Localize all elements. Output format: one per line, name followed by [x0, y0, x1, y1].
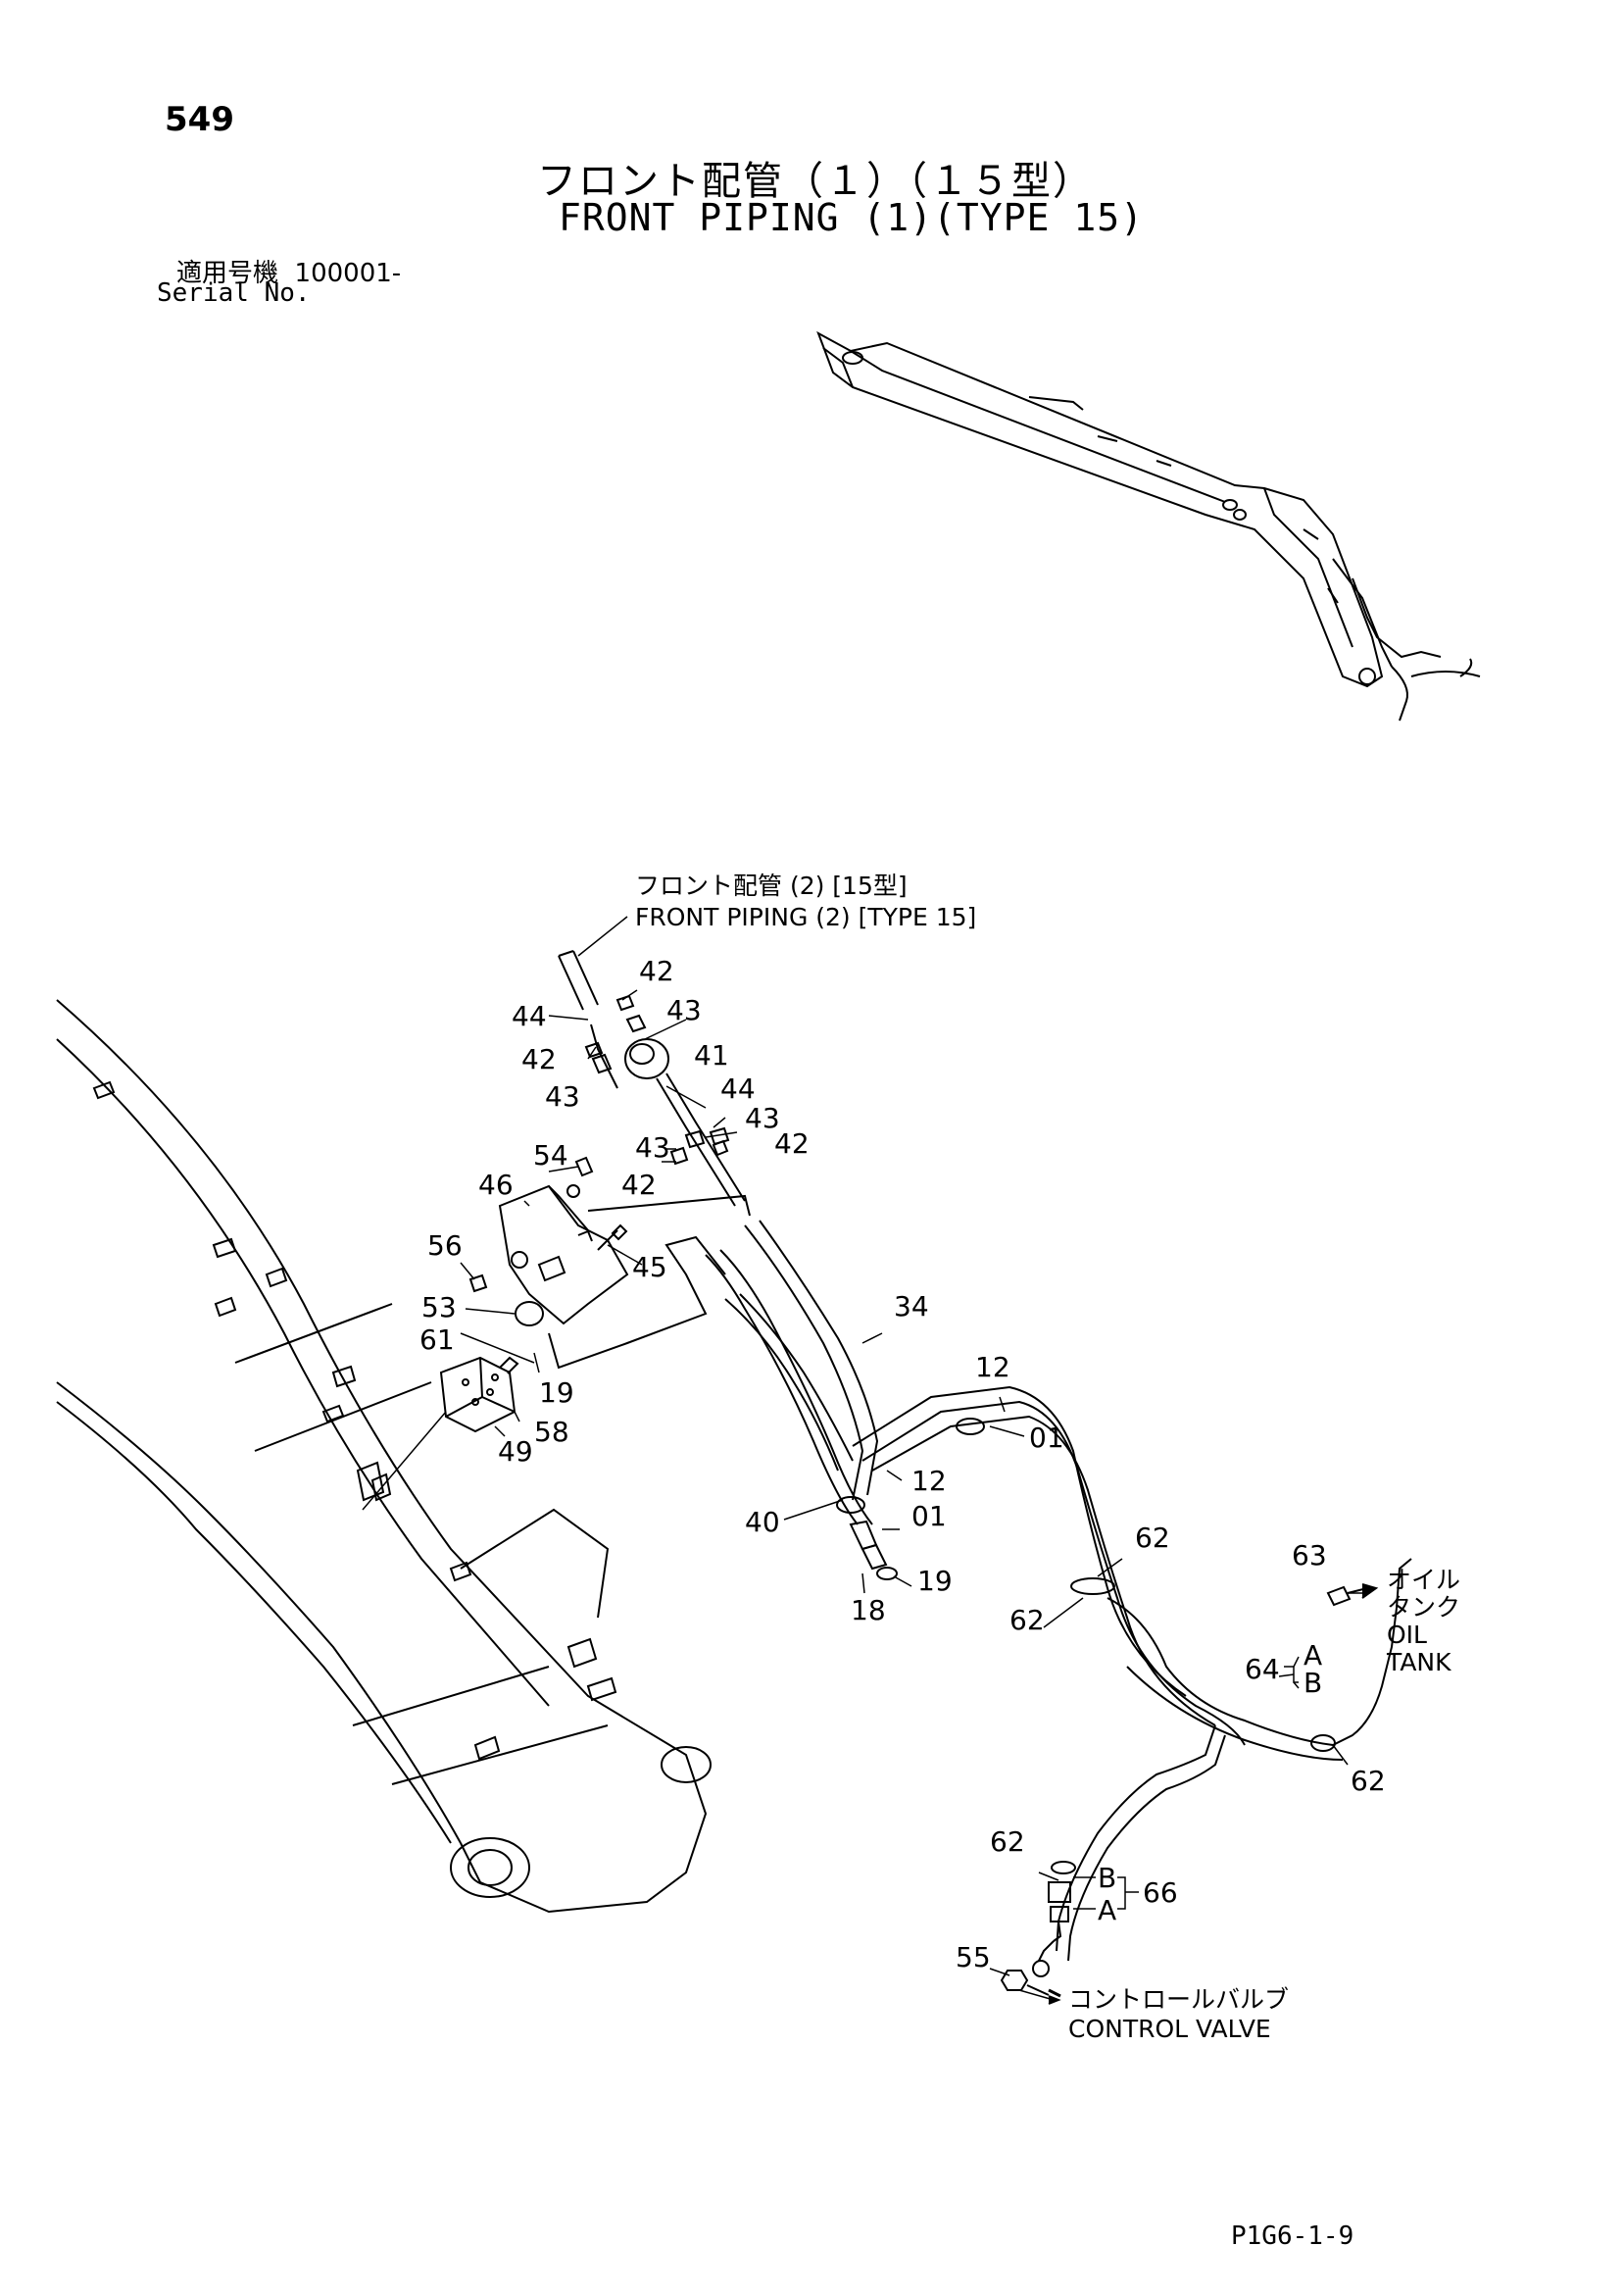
callout-49: 49: [498, 1435, 533, 1468]
callout-46: 46: [478, 1169, 514, 1201]
callout-62: 62: [1009, 1604, 1045, 1636]
control-valve-label-en: CONTROL VALVE: [1068, 2015, 1271, 2043]
page-number: 549: [165, 100, 234, 139]
callout-12: 12: [911, 1465, 947, 1497]
callout-54: 54: [533, 1139, 568, 1172]
callout-01: 01: [1029, 1422, 1064, 1454]
callout-64: 64: [1245, 1653, 1280, 1685]
piping-assembly: [362, 916, 1412, 2005]
callout-64-port-b: B: [1303, 1667, 1322, 1699]
callout-63: 63: [1292, 1539, 1327, 1572]
callout-labels: 42 44 43 42 43 41 44 43 43 42 54 42 46 4…: [419, 955, 1386, 1973]
callout-53: 53: [421, 1291, 457, 1323]
oil-tank-label-en-2: TANK: [1386, 1648, 1451, 1676]
callout-42: 42: [639, 955, 674, 987]
callout-66-port-b: B: [1098, 1862, 1116, 1894]
callout-43: 43: [745, 1102, 780, 1134]
callout-leaders: [460, 989, 1367, 1976]
callout-42: 42: [621, 1169, 657, 1201]
callout-12: 12: [975, 1351, 1010, 1383]
callout-42: 42: [521, 1043, 557, 1075]
front-piping-2-label-en: FRONT PIPING (2) [TYPE 15]: [635, 903, 976, 931]
callout-44: 44: [720, 1073, 756, 1105]
callout-43: 43: [666, 994, 702, 1026]
serial-label-ja: 適用号機: [176, 259, 279, 288]
front-piping-2-label-ja: フロント配管 (2) [15型]: [635, 872, 908, 900]
page-title-english: FRONT PIPING (1)(TYPE 15): [559, 196, 1144, 239]
callout-44: 44: [512, 1000, 547, 1032]
callout-55: 55: [956, 1941, 991, 1973]
callout-34: 34: [894, 1290, 929, 1323]
callout-61: 61: [419, 1323, 455, 1356]
callout-43: 43: [545, 1080, 580, 1113]
boom-overview-illustration: [816, 330, 1481, 722]
arm-illustration: [56, 999, 712, 1914]
callout-62: 62: [990, 1825, 1025, 1858]
oil-tank-label-ja-1: オイル: [1387, 1566, 1460, 1594]
diagram-notes: フロント配管 (2) [15型] FRONT PIPING (2) [TYPE …: [635, 872, 1460, 2043]
callout-41: 41: [694, 1039, 729, 1072]
callout-62: 62: [1351, 1765, 1386, 1797]
page-title-japanese: フロント配管（１）（１５型）: [537, 159, 1094, 204]
callout-66: 66: [1143, 1876, 1178, 1909]
oil-tank-label-ja-2: タンク: [1387, 1593, 1460, 1622]
serial-info-japanese: 適用号機 100001-: [176, 253, 401, 289]
callout-62: 62: [1135, 1522, 1170, 1554]
callout-19: 19: [539, 1376, 574, 1409]
callout-64-port-a: A: [1303, 1639, 1322, 1672]
callout-19: 19: [917, 1565, 953, 1597]
callout-66-port-a: A: [1098, 1894, 1116, 1926]
callout-45: 45: [632, 1251, 667, 1283]
oil-tank-label-en-1: OIL: [1387, 1621, 1427, 1649]
callout-58: 58: [534, 1416, 569, 1448]
serial-label-english: Serial No.: [157, 278, 311, 308]
serial-value: 100001-: [294, 259, 402, 288]
control-valve-label-ja: コントロールバルブ: [1068, 1985, 1289, 2014]
callout-18: 18: [851, 1594, 886, 1626]
callout-56: 56: [427, 1229, 463, 1262]
callout-40: 40: [745, 1506, 780, 1538]
callout-42: 42: [774, 1127, 810, 1160]
drawing-code: P1G6-1-9: [1231, 2221, 1354, 2251]
callout-01: 01: [911, 1500, 947, 1532]
callout-43: 43: [635, 1131, 670, 1164]
